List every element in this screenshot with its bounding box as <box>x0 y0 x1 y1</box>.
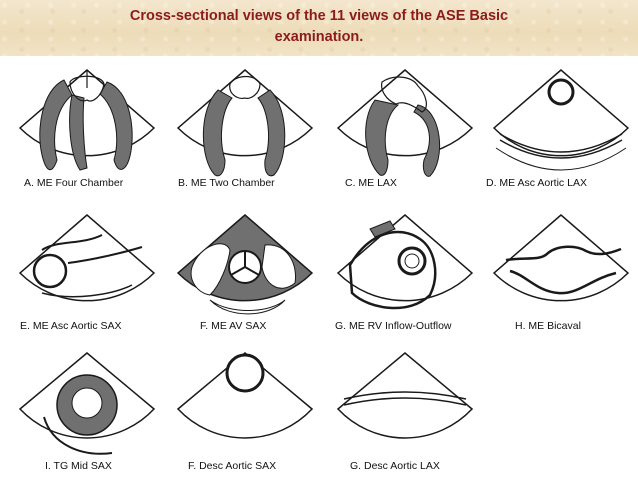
view-k-desc-aortic-lax <box>330 345 480 475</box>
view-d-me-asc-aortic-lax <box>486 60 636 200</box>
two-chamber-diagram <box>176 69 314 177</box>
title-banner <box>0 0 638 56</box>
view-i-tg-mid-sax <box>12 345 162 475</box>
av-sax-diagram <box>176 214 314 315</box>
bicaval-diagram <box>492 214 630 302</box>
view-b-me-two-chamber <box>170 60 320 200</box>
caption-h: H. ME Bicaval <box>515 320 581 332</box>
view-h-me-bicaval <box>486 205 636 345</box>
view-a-me-four-chamber <box>12 60 162 200</box>
title-line-1: Cross-sectional views of the 11 views of… <box>129 8 509 24</box>
title-line-2: examination. <box>274 29 364 45</box>
view-c-me-lax <box>330 60 480 200</box>
rv-inflow-outflow-diagram <box>336 214 474 310</box>
tg-mid-sax-diagram <box>18 352 156 455</box>
four-chamber-diagram <box>18 69 156 171</box>
caption-k: G. Desc Aortic LAX <box>350 460 440 472</box>
caption-e: E. ME Asc Aortic SAX <box>20 320 122 332</box>
view-e-me-asc-aortic-sax <box>12 205 162 345</box>
lax-diagram <box>336 69 474 177</box>
caption-d: D. ME Asc Aortic LAX <box>486 177 587 189</box>
asc-aortic-lax-diagram <box>492 69 630 171</box>
caption-j: F. Desc Aortic SAX <box>188 460 277 472</box>
caption-f: F. ME AV SAX <box>200 320 267 332</box>
caption-g: G. ME RV Inflow-Outflow <box>335 320 452 332</box>
asc-aortic-sax-diagram <box>18 214 156 302</box>
view-j-desc-aortic-sax <box>170 345 320 475</box>
desc-aortic-lax-diagram <box>336 352 474 439</box>
caption-b: B. ME Two Chamber <box>178 177 275 189</box>
view-f-me-av-sax <box>170 205 320 345</box>
desc-aortic-sax-diagram <box>176 352 314 439</box>
view-g-me-rv-inflow-outflow <box>330 205 480 345</box>
caption-i: I. TG Mid SAX <box>45 460 112 472</box>
caption-c: C. ME LAX <box>345 177 397 189</box>
page-title: Cross-sectional views of the 11 views of… <box>60 6 578 48</box>
caption-a: A. ME Four Chamber <box>24 177 124 189</box>
